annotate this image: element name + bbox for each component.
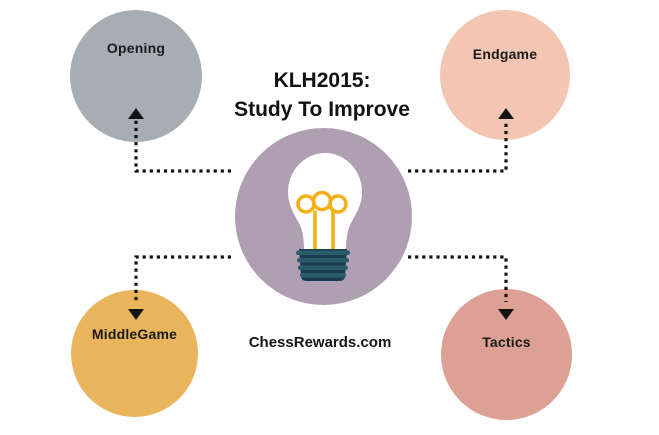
center-hub-circle [235,128,412,305]
node-endgame-label: Endgame [472,46,538,62]
node-endgame: Endgame [440,10,570,140]
node-middlegame-label: MiddleGame [91,326,178,342]
title-line2: Study To Improve [234,98,410,121]
node-opening: Opening [70,10,202,142]
title-line1: KLH2015: [273,69,371,92]
node-opening-label: Opening [106,40,166,56]
page-title: KLH2015: Study To Improve [197,66,447,124]
node-middlegame: MiddleGame [71,290,198,417]
node-tactics-label: Tactics [482,334,531,350]
node-tactics: Tactics [441,289,572,420]
website-text: ChessRewards.com [248,334,392,351]
